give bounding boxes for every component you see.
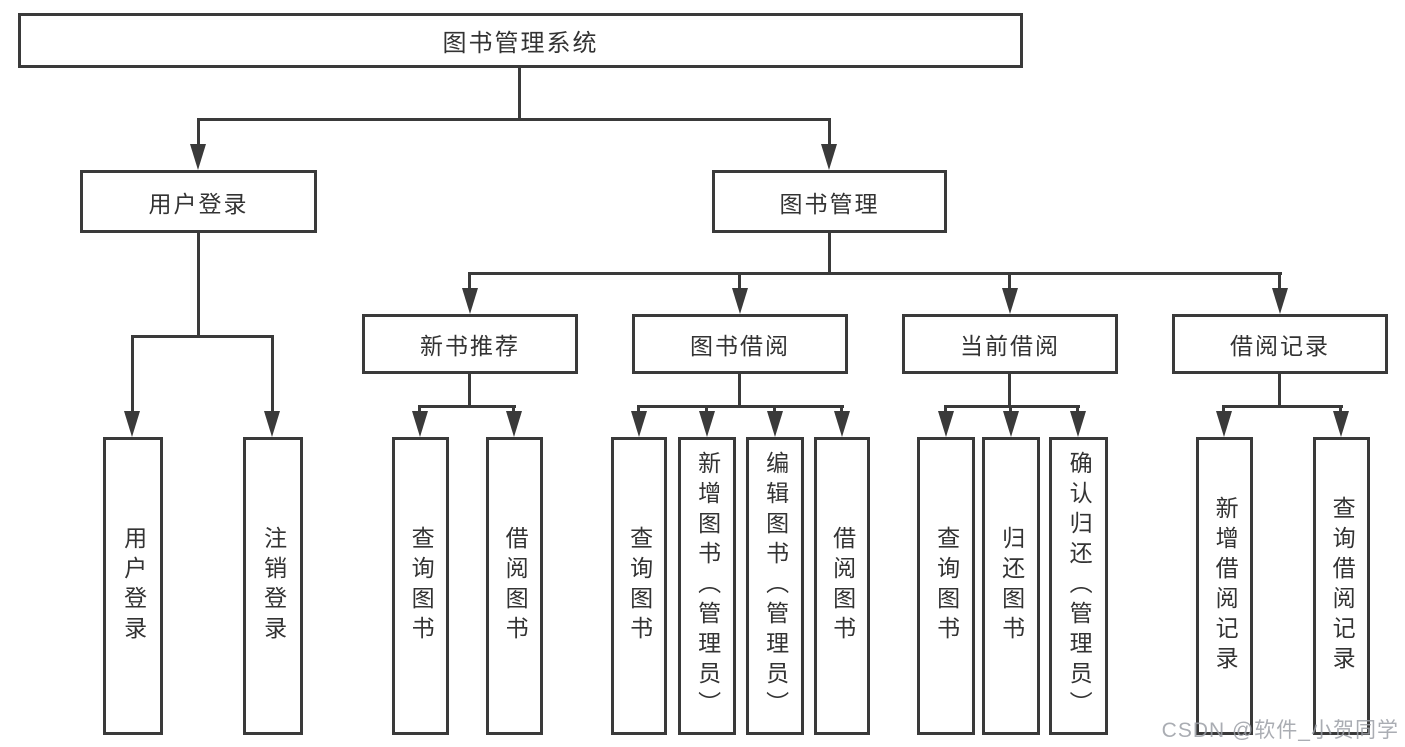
arrow-down-icon [938,411,954,437]
leaf-query-books-recommend: 查询图书 [392,437,449,735]
node-label: 新增借阅记录 [1212,496,1239,676]
node-label: 借阅记录 [1230,333,1330,359]
connector-line [828,233,831,272]
connector-line [1278,272,1281,292]
node-label: 查询图书 [933,526,960,646]
node-label: 新书推荐 [420,333,520,359]
connector-line [518,68,521,118]
connector-line [131,335,134,413]
connector-line [468,374,471,405]
leaf-confirm-return-admin: 确认归还（管理员） [1049,437,1108,735]
node-label: 图书借阅 [690,333,790,359]
leaf-query-books-borrowing: 查询图书 [611,437,667,735]
connector-line [131,335,274,338]
arrow-down-icon [834,411,850,437]
arrow-down-icon [1216,411,1232,437]
arrow-down-icon [767,411,783,437]
node-user-login: 用户登录 [80,170,317,233]
node-label: 当前借阅 [960,333,1060,359]
arrow-down-icon [190,144,206,170]
connector-line [419,405,516,408]
connector-line [197,118,200,148]
watermark: CSDN @软件_小贺同学 [1161,719,1399,742]
connector-line [773,405,776,415]
connector-line [468,272,1282,275]
node-book-management: 图书管理 [712,170,947,233]
arrow-down-icon [1002,288,1018,314]
arrow-down-icon [412,411,428,437]
node-label: 新增图书（管理员） [694,451,721,721]
node-label: 确认归还（管理员） [1066,451,1093,721]
node-label: 查询图书 [408,526,435,646]
connector-line [512,405,515,415]
arrow-down-icon [699,411,715,437]
node-label: 归还图书 [998,526,1025,646]
arrow-down-icon [732,288,748,314]
leaf-add-book-admin: 新增图书（管理员） [678,437,736,735]
leaf-user-login: 用户登录 [103,437,163,735]
node-library-system: 图书管理系统 [18,13,1023,68]
arrow-down-icon [1070,411,1086,437]
leaf-query-borrow-record: 查询借阅记录 [1313,437,1370,735]
node-label: 图书管理 [779,190,880,217]
arrow-down-icon [264,411,280,437]
arrow-down-icon [462,288,478,314]
leaf-borrow-books-borrowing: 借阅图书 [814,437,870,735]
connector-line [418,405,421,415]
connector-line [828,118,831,148]
node-borrowing-records: 借阅记录 [1172,314,1388,374]
connector-line [1278,374,1281,405]
node-label: 借阅图书 [502,526,529,646]
node-new-book-recommend: 新书推荐 [362,314,578,374]
leaf-edit-book-admin: 编辑图书（管理员） [746,437,804,735]
connector-line [705,405,708,415]
leaf-logout: 注销登录 [243,437,303,735]
connector-line [944,405,947,415]
node-label: 用户登录 [120,526,147,646]
connector-line [197,233,200,335]
node-label: 注销登录 [260,526,287,646]
arrow-down-icon [1333,411,1349,437]
connector-line [197,118,831,121]
connector-line [1222,405,1225,415]
node-label: 图书管理系统 [442,30,599,57]
connector-line [1339,405,1342,415]
connector-line [1009,405,1012,415]
connector-line [840,405,843,415]
arrow-down-icon [821,144,837,170]
connector-line [468,272,471,292]
connector-line [1222,405,1343,408]
leaf-add-borrow-record: 新增借阅记录 [1196,437,1253,735]
node-label: 用户登录 [148,190,249,217]
connector-line [637,405,844,408]
connector-line [1008,272,1011,292]
connector-line [271,335,274,413]
connector-line [1008,374,1011,405]
node-label: 查询借阅记录 [1329,496,1356,676]
connector-line [944,405,1080,408]
node-label: 查询图书 [626,526,653,646]
node-current-borrowing: 当前借阅 [902,314,1118,374]
node-label: 借阅图书 [829,526,856,646]
leaf-query-books-current: 查询图书 [917,437,975,735]
arrow-down-icon [631,411,647,437]
node-book-borrowing: 图书借阅 [632,314,848,374]
leaf-borrow-books-recommend: 借阅图书 [486,437,543,735]
connector-line [637,405,640,415]
arrow-down-icon [506,411,522,437]
connector-line [738,272,741,292]
arrow-down-icon [1272,288,1288,314]
leaf-return-books: 归还图书 [982,437,1040,735]
connector-line [1076,405,1079,415]
arrow-down-icon [124,411,140,437]
arrow-down-icon [1003,411,1019,437]
node-label: 编辑图书（管理员） [762,451,789,721]
connector-line [738,374,741,405]
